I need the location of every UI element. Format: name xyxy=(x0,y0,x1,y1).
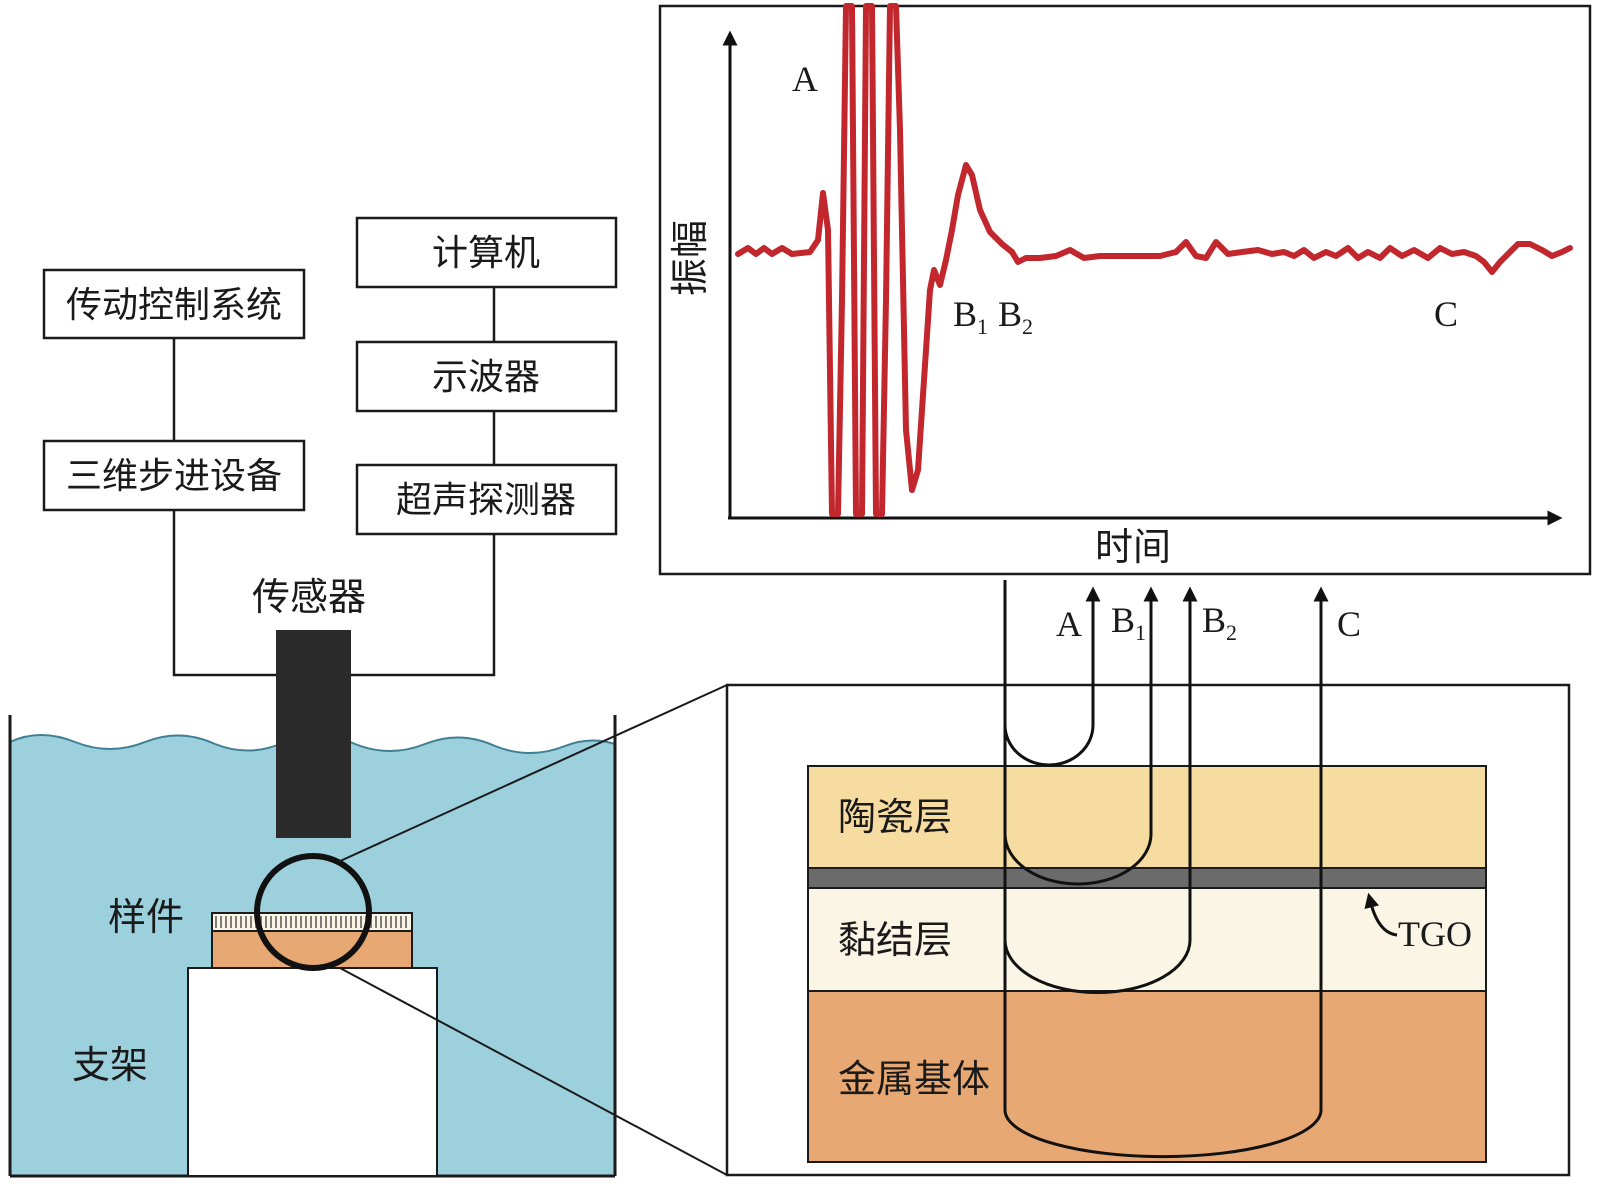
bond-layer-label: 黏结层 xyxy=(838,918,952,962)
peak-label-a: A xyxy=(792,59,818,99)
block-diagram xyxy=(172,287,496,677)
metal-substrate-label: 金属基体 xyxy=(838,1057,990,1101)
sample-coating xyxy=(211,912,413,932)
sample xyxy=(211,912,413,969)
stepper-block: 三维步进设备 xyxy=(42,439,306,512)
sensor-label: 传感器 xyxy=(252,575,366,619)
echo-paths xyxy=(1003,580,1329,1159)
echo-path-c xyxy=(1003,586,1329,1159)
sample-label: 样件 xyxy=(108,895,184,939)
sensor xyxy=(276,630,351,838)
ceramic-layer-label: 陶瓷层 xyxy=(838,795,952,839)
waveform-graph: 振幅 时间 A B1 B2 C xyxy=(658,3,1592,576)
metal-substrate xyxy=(807,990,1487,1163)
holder-label: 支架 xyxy=(72,1043,148,1087)
ultrasonic-detector-block: 超声探测器 xyxy=(355,463,618,536)
drive-control-label: 传动控制系统 xyxy=(66,285,282,326)
zoom-line-bottom xyxy=(339,967,728,1176)
sample-coating-hatch xyxy=(215,916,407,928)
echo-label-a: A xyxy=(1056,604,1082,644)
tgo-label: TGO xyxy=(1398,914,1472,954)
zoom-circle xyxy=(254,853,372,971)
holder xyxy=(187,967,438,1177)
oscilloscope-block: 示波器 xyxy=(355,340,618,413)
peak-label-b1: B1 xyxy=(953,294,988,339)
computer-block: 计算机 xyxy=(355,216,618,289)
echo-label-c: C xyxy=(1337,604,1361,644)
connector-detector-sensor xyxy=(351,534,496,677)
echo-path-a xyxy=(1003,580,1101,767)
computer-label: 计算机 xyxy=(432,233,540,274)
sample-substrate xyxy=(211,929,413,969)
echo-label-b2: B2 xyxy=(1202,600,1237,645)
echo-path-b1 xyxy=(1003,586,1159,886)
echo-path-b2 xyxy=(1003,586,1198,995)
peak-label-c: C xyxy=(1434,294,1458,334)
peak-label-b2: B2 xyxy=(998,294,1033,339)
ultrasonic-detector-label: 超声探测器 xyxy=(396,480,576,521)
tgo-layer xyxy=(807,867,1487,889)
graph-frame xyxy=(658,4,1592,576)
connector-stepper-sensor xyxy=(172,510,276,677)
echo-label-b1: B1 xyxy=(1111,600,1146,645)
stepper-label: 三维步进设备 xyxy=(66,456,282,497)
drive-control-block: 传动控制系统 xyxy=(42,268,306,340)
zoom-line-top xyxy=(337,684,728,863)
oscilloscope-label: 示波器 xyxy=(432,357,540,398)
graph-x-label: 时间 xyxy=(1095,525,1171,569)
amplitude-waveform xyxy=(735,3,1573,517)
graph-y-label: 振幅 xyxy=(668,220,712,296)
tgo-pointer xyxy=(1364,892,1398,937)
